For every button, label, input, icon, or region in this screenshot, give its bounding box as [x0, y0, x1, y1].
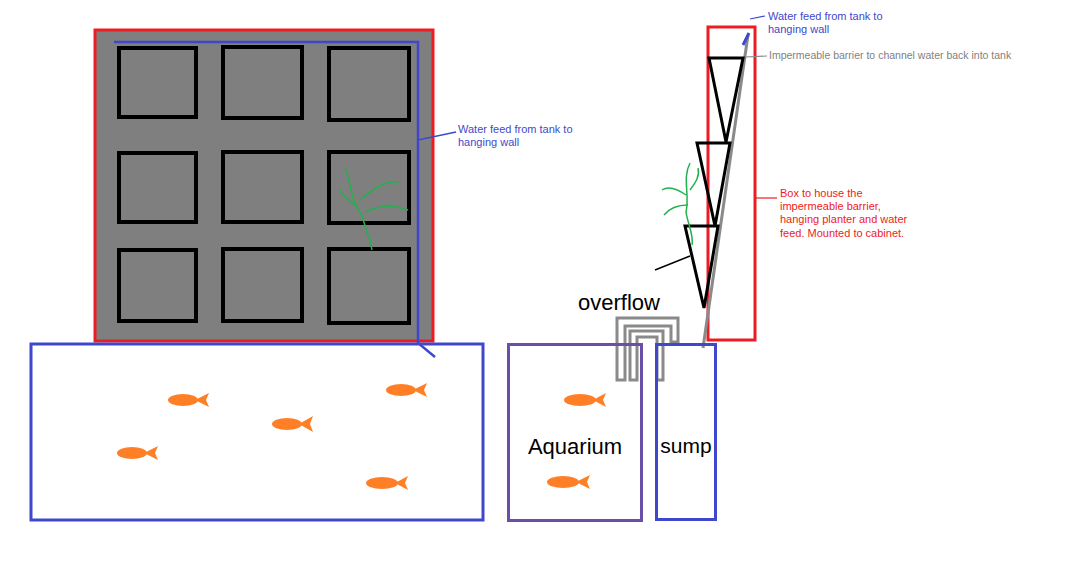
box-label: sump	[658, 434, 714, 458]
part-label: overflow	[578, 290, 698, 316]
leader-line	[418, 132, 456, 140]
tank-box: sump	[655, 343, 717, 521]
plant	[340, 168, 408, 250]
feed-note: Water feed from tank to hanging wall	[458, 123, 588, 149]
plant	[662, 163, 699, 245]
overflow-pipe	[617, 318, 678, 380]
barrier-note: Impermeable barrier to channel water bac…	[769, 49, 1067, 62]
hanging-planter	[685, 58, 743, 308]
housing-box	[708, 27, 755, 340]
leader-line	[655, 256, 690, 270]
tank-box: Aquarium	[507, 343, 643, 522]
feed-note: Water feed from tank to hanging wall	[768, 10, 898, 36]
fish-tank	[31, 344, 483, 520]
box-label: Aquarium	[510, 434, 640, 460]
planter-grid	[119, 47, 409, 323]
feed-line	[743, 33, 749, 45]
wall-box	[95, 30, 433, 341]
feed-line	[114, 42, 435, 357]
box-note: Box to house the impermeable barrier, ha…	[780, 187, 920, 240]
impermeable-barrier	[703, 35, 748, 348]
leader-lines	[745, 16, 777, 198]
